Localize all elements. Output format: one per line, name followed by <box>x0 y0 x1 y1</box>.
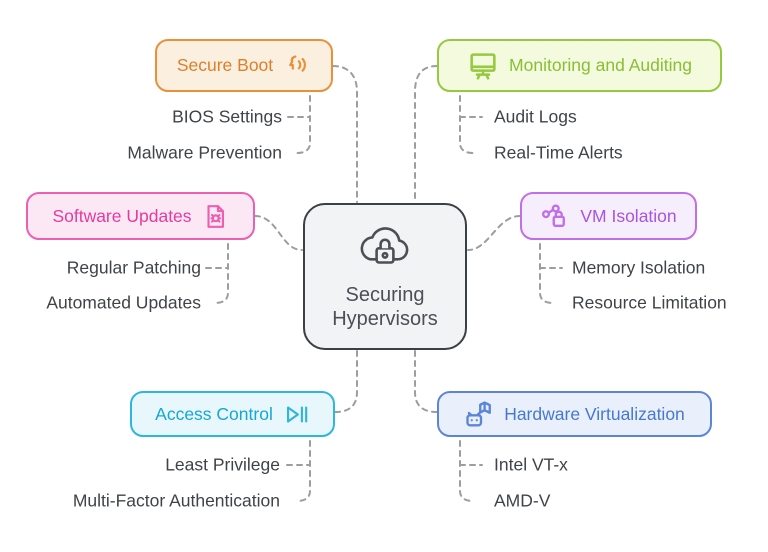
connector-monitoring-children <box>459 95 474 154</box>
center-title-line1: Securing <box>345 284 425 306</box>
connector-vm-isolation <box>467 215 521 251</box>
sub-label-resource-limitation: Resource Limitation <box>572 292 727 313</box>
connector-access-control-children <box>296 440 311 502</box>
robot-map-icon <box>464 399 494 429</box>
connector-secure-boot <box>332 65 358 203</box>
node-secure-boot: Secure Boot <box>155 39 333 92</box>
node-label: Access Control <box>155 403 273 424</box>
node-label: VM Isolation <box>580 205 677 226</box>
node-label: Software Updates <box>52 205 192 226</box>
node-label: Monitoring and Auditing <box>509 55 692 75</box>
sub-label-multi-factor-authentication: Multi-Factor Authentication <box>72 490 280 511</box>
node-hardware-virtualization: Hardware Virtualization <box>437 391 712 437</box>
play-pause-icon <box>283 401 310 428</box>
sub-label-audit-logs: Audit Logs <box>494 106 577 127</box>
bug-document-icon <box>202 203 229 230</box>
sub-label-intel-vtx: Intel VT-x <box>494 454 568 475</box>
connector-software-updates-children <box>214 243 229 304</box>
node-access-control: Access Control <box>130 391 335 437</box>
connector-hardware-virtualization <box>414 350 438 413</box>
center-title-line2: Hypervisors <box>332 308 438 330</box>
sub-label-regular-patching: Regular Patching <box>66 257 201 278</box>
connector-secure-boot-children <box>296 95 311 154</box>
sub-label-bios-settings: BIOS Settings <box>172 106 282 127</box>
node-vm-isolation: VM Isolation <box>520 192 697 240</box>
cloud-lock-icon <box>354 221 416 278</box>
connector-monitoring <box>414 65 438 203</box>
connector-hardware-virtualization-children <box>459 440 474 502</box>
connector-vm-isolation-children <box>539 243 554 304</box>
sub-label-real-time-alerts: Real-Time Alerts <box>494 142 623 163</box>
center-node-securing-hypervisors: Securing Hypervisors <box>303 203 467 350</box>
node-label: Secure Boot <box>176 55 274 75</box>
node-software-updates: Software Updates <box>26 192 255 240</box>
sub-label-automated-updates: Automated Updates <box>46 292 201 313</box>
monitor-icon <box>467 50 499 82</box>
voice-icon <box>283 52 311 80</box>
sub-label-memory-isolation: Memory Isolation <box>572 257 706 278</box>
sub-label-least-privilege: Least Privilege <box>165 454 280 475</box>
sub-label-malware-prevention: Malware Prevention <box>127 142 282 163</box>
network-lock-icon <box>540 201 570 231</box>
sub-label-amd-v: AMD-V <box>494 490 551 511</box>
node-label: Hardware Virtualization <box>504 403 685 424</box>
node-monitoring-and-auditing: Monitoring and Auditing <box>437 39 722 92</box>
connector-access-control <box>334 350 358 413</box>
connector-software-updates <box>254 215 303 251</box>
